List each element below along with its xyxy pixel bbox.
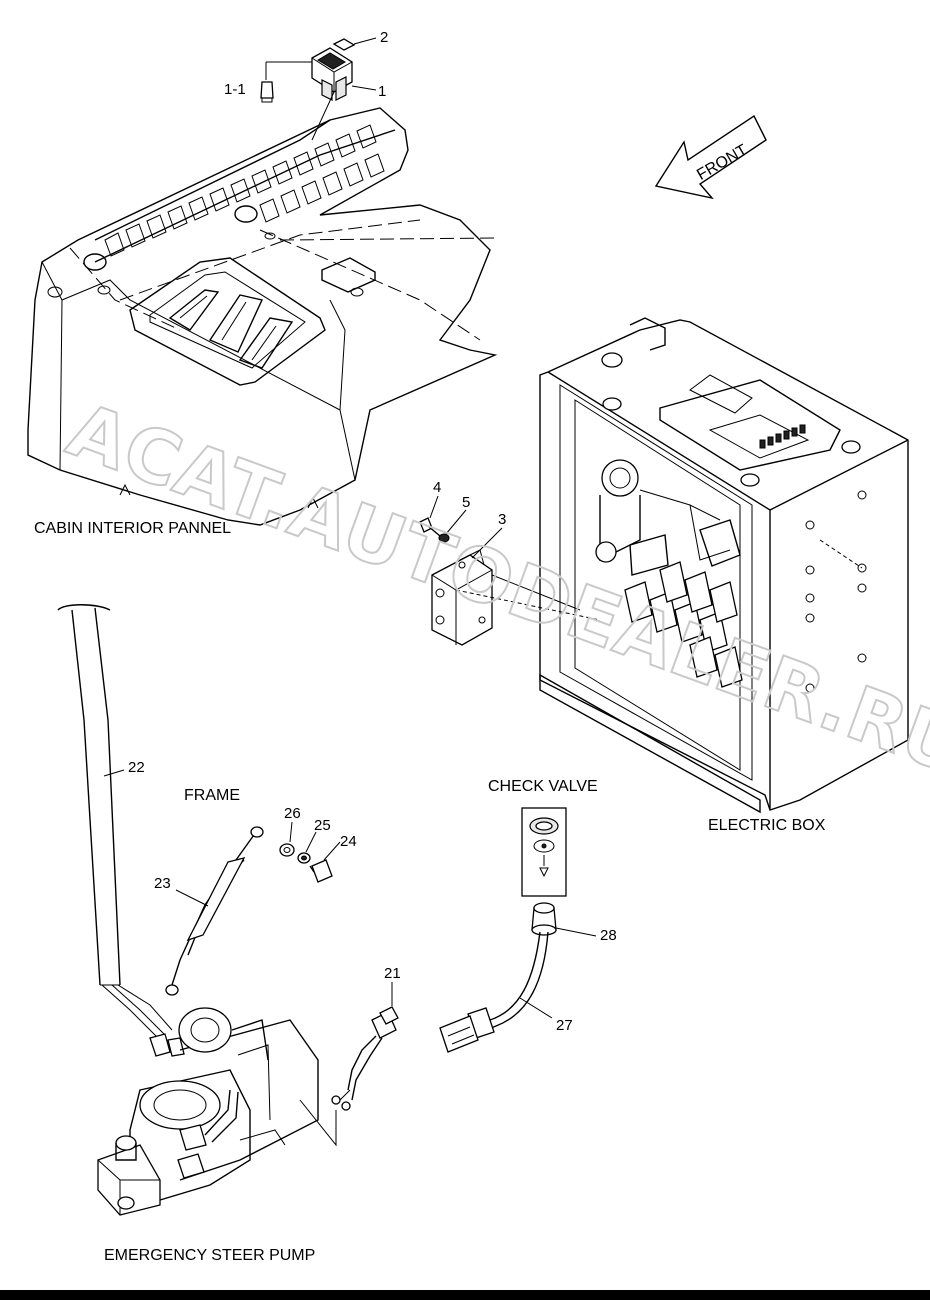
emergency-steer-pump <box>97 1007 319 1216</box>
washer-part-26 <box>279 843 295 857</box>
callout-25: 25 <box>314 817 331 834</box>
check-valve <box>521 807 567 897</box>
callout-26: 26 <box>284 805 301 822</box>
callout-1: 1 <box>378 83 386 100</box>
bottom-border <box>0 1290 930 1300</box>
callout-22: 22 <box>128 759 145 776</box>
front-label: FRONT <box>694 141 750 183</box>
callout-21: 21 <box>384 965 401 982</box>
callout-3: 3 <box>498 511 506 528</box>
hose-part-22 <box>57 604 185 1057</box>
bolt-part-24 <box>309 859 333 883</box>
electric-box-label: ELECTRIC BOX <box>708 817 826 834</box>
relay-bank <box>624 561 743 688</box>
switch-lens-part-2 <box>332 38 356 51</box>
fuse-row <box>759 424 806 449</box>
cabin-interior-panel <box>27 107 501 526</box>
cabin-panel-label: CABIN INTERIOR PANNEL <box>34 520 231 537</box>
front-direction-arrow: FRONT <box>654 114 767 200</box>
ground-cable-part-23 <box>165 826 264 996</box>
vent-grille <box>104 124 385 257</box>
indicator-lamp-part-1-1 <box>260 81 274 103</box>
callout-24: 24 <box>340 833 357 850</box>
callout-4: 4 <box>433 479 441 496</box>
watermark-text: ACAT.AUTODEALER.RU <box>57 387 930 792</box>
grommet-part-28 <box>531 902 557 936</box>
callout-27: 27 <box>556 1017 573 1034</box>
cable-part-27 <box>439 931 549 1053</box>
callout-5: 5 <box>462 494 470 511</box>
callout-23: 23 <box>154 875 171 892</box>
callout-28: 28 <box>600 927 617 944</box>
washer-part-5 <box>438 533 450 543</box>
control-module-part-3 <box>431 549 581 646</box>
check-valve-label: CHECK VALVE <box>488 778 598 795</box>
lock-washer-part-25 <box>297 852 311 864</box>
wire-harness-part-21 <box>331 1006 399 1111</box>
screw-part-4 <box>419 517 441 537</box>
frame-label: FRAME <box>184 787 240 804</box>
rocker-switch-part-1 <box>311 47 353 101</box>
emergency-pump-label: EMERGENCY STEER PUMP <box>104 1247 315 1264</box>
callout-2: 2 <box>380 29 388 46</box>
electric-box <box>539 317 909 814</box>
watermark: ACAT.AUTODEALER.RU <box>56 386 930 793</box>
callout-1-1: 1-1 <box>224 81 246 98</box>
